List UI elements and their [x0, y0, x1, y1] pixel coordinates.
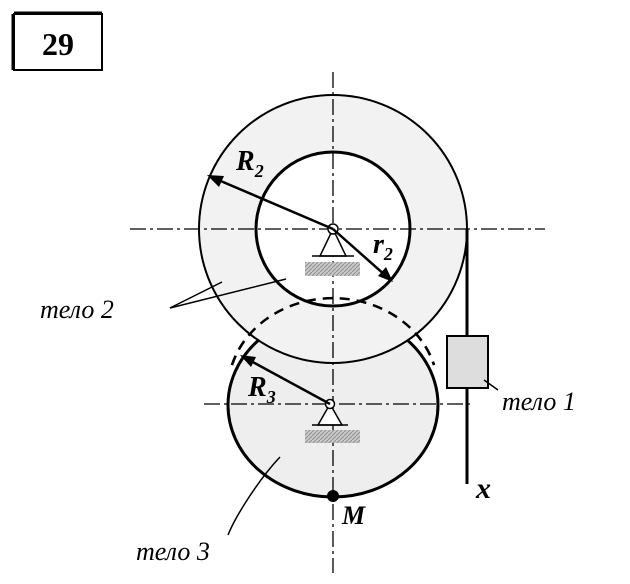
label-R3: R3: [247, 372, 276, 407]
support-body-3: [305, 398, 360, 443]
label-point-m: M: [341, 501, 366, 530]
point-m-marker: [327, 490, 339, 502]
label-body-3: тело 3: [136, 537, 210, 566]
label-R2: R2: [235, 146, 264, 181]
body-3-hidden-arc: [230, 296, 436, 366]
label-body-1: тело 1: [502, 387, 576, 416]
center-lines: [130, 72, 545, 573]
label-x-axis: x: [475, 472, 491, 505]
label-body-2: тело 2: [40, 295, 114, 324]
problem-number-box: 29: [11, 11, 103, 71]
body-1-block: [446, 335, 489, 389]
support-body-2: [305, 223, 360, 276]
radius-arrows: [207, 175, 393, 406]
body-2-leaders: [169, 278, 287, 309]
label-r2: r2: [373, 229, 393, 264]
problem-number: 29: [42, 26, 74, 62]
body-3-leader: [227, 456, 281, 536]
body-1-leader: [483, 379, 499, 391]
